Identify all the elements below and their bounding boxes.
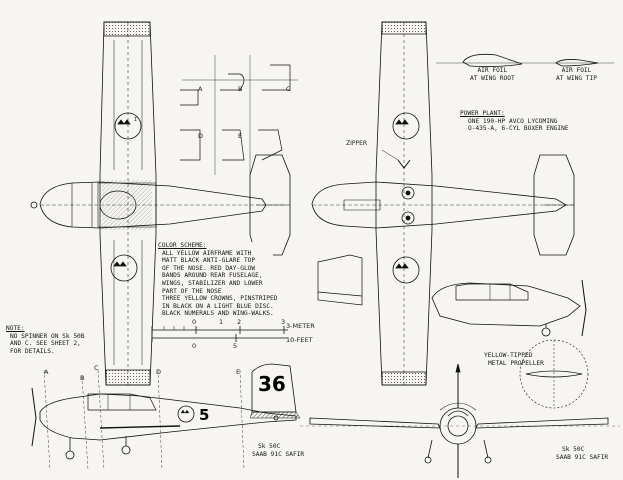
color-scheme-line-3: OF THE NOSE. RED DAY-GLOW [162, 264, 256, 272]
side-view-small [317, 254, 587, 337]
profile-code-e: E [236, 368, 241, 376]
propeller-note: YELLOW-TIPPED METAL PROPELLER [484, 352, 544, 367]
scale-feet-label: 10-FEET [286, 336, 313, 344]
fuselage-number: 5 [199, 406, 210, 424]
top-view: I [30, 21, 291, 386]
color-scheme-line-5: WINGS, STABILIZER AND LOWER [162, 279, 263, 287]
airfoil-root [462, 53, 523, 68]
side-caption-type: SAAB 91C SAFIR [252, 450, 305, 458]
power-plant-line-2: O-435-A, 6-CYL BOXER ENGINE [468, 125, 569, 133]
note-line-1: NO SPINNER ON Sk 50B [10, 332, 85, 340]
color-scheme-line-4: BANDS AROUND REAR FUSELAGE, [162, 272, 263, 280]
bottom-view [311, 21, 576, 386]
scale-meter-tick-0: 0 [192, 318, 197, 326]
power-plant-block: POWER PLANT: ONE 190-HP AVCO LYCOMING O-… [460, 110, 569, 133]
color-scheme-heading: COLOR SCHEME: [158, 242, 207, 249]
front-caption-type: SAAB 91C SAFIR [556, 453, 609, 461]
note-line-3: FOR DETAILS. [10, 347, 55, 355]
front-view-caption: Sk 50C SAAB 91C SAFIR [556, 446, 608, 461]
power-plant-heading: POWER PLANT: [460, 110, 505, 117]
scale-meter-tick-2: 2 [237, 318, 242, 326]
profile-code-c: C [94, 364, 99, 372]
front-view-wing [309, 417, 441, 429]
airfoil-tip [555, 59, 599, 67]
section-code-d: D [198, 132, 204, 140]
scale-meter-tick-3: 3 [281, 318, 286, 326]
power-plant-line-1: ONE 190-HP AVCO LYCOMING [468, 117, 558, 125]
side-view-caption: Sk 50C SAAB 91C SAFIR [252, 443, 304, 458]
propeller-note-line-2: METAL PROPELLER [488, 359, 544, 367]
color-scheme-line-2: MATT BLACK ANTI-GLARE TOP [162, 257, 256, 265]
zipper-callout: ZIPPER [346, 140, 368, 147]
color-scheme-line-8: IN BLACK ON A LIGHT BLUE DISC. [162, 302, 274, 310]
color-scheme-line-7: THREE YELLOW CROWNS, PINSTRIPED [162, 295, 278, 303]
bottom-view-tailplane [533, 154, 575, 256]
scale-meter-tick-1: 1 [219, 318, 224, 326]
section-code-c: C [286, 85, 291, 93]
side-caption-model: Sk 50C [258, 443, 281, 450]
scale-meter-label: 3-METER [286, 322, 315, 330]
profile-code-d: D [156, 368, 162, 376]
section-code-b: B [238, 85, 243, 93]
cross-sections [180, 55, 298, 175]
profile-code-b: B [80, 374, 85, 382]
note-heading: NOTE: [6, 325, 25, 332]
propeller-disc [519, 339, 589, 409]
note-line-2: AND C. SEE SHEET 2, [10, 340, 81, 348]
top-view-tailplane [249, 154, 291, 256]
svg-text:I: I [134, 117, 137, 123]
side-view-fin [251, 363, 297, 413]
color-scheme-line-6: PART OF THE NOSE [162, 287, 222, 295]
section-code-e: E [238, 132, 243, 140]
color-scheme-line-1: ALL YELLOW AIRFRAME WITH [162, 249, 252, 257]
scale-feet-tick-0: 0 [192, 342, 197, 350]
front-caption-model: Sk 50C [562, 446, 585, 453]
front-view [300, 363, 620, 478]
color-scheme-line-9: BLACK NUMERALS AND WING-WALKS. [162, 310, 274, 318]
airfoil-root-label: AIR FOIL AT WING ROOT [470, 67, 515, 82]
note-block: NOTE: NO SPINNER ON Sk 50B AND C. SEE SH… [6, 325, 85, 355]
airfoil-tip-label: AIR FOIL AT WING TIP [556, 67, 597, 82]
propeller-note-line-1: YELLOW-TIPPED [484, 352, 533, 359]
section-code-a: A [198, 85, 203, 93]
tail-number: 36 [258, 372, 286, 396]
scale-bar [151, 326, 288, 342]
color-scheme-block: COLOR SCHEME: ALL YELLOW AIRFRAME WITH M… [158, 242, 277, 318]
airfoil-profiles [436, 53, 614, 68]
profile-code-a: A [44, 368, 49, 376]
side-view [31, 363, 301, 471]
scale-feet-tick-5: 5 [233, 342, 238, 350]
